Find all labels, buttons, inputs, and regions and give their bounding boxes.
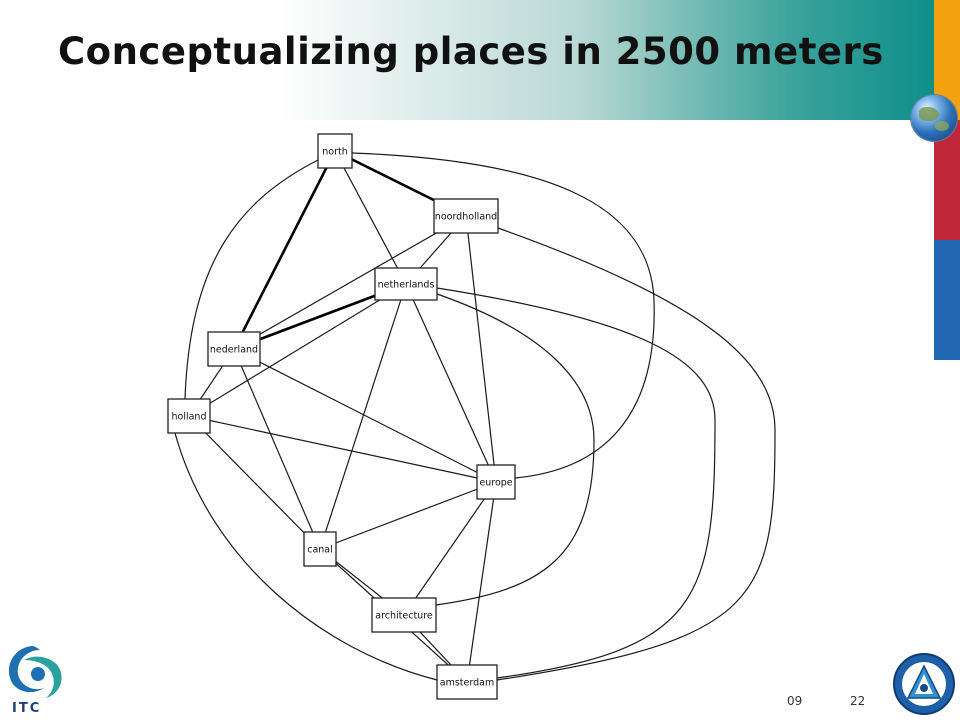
edge-noordholland-amsterdam [496,227,776,681]
node-north: north [317,133,353,169]
node-box-europe [476,464,516,500]
node-label-nederland: nederland [210,345,258,356]
node-label-europe: europe [479,478,512,489]
edge-nederland-europe [233,348,497,483]
node-canal: canal [303,531,337,567]
node-box-noordholland [433,198,499,234]
university-seal-icon [893,653,955,715]
node-noordholland: noordholland [433,198,499,234]
node-label-amsterdam: amsterdam [440,678,494,689]
edge-north-nederland [232,150,337,350]
node-box-nederland [207,331,261,367]
node-box-holland [167,398,211,434]
edge-noordholland-nederland [233,215,467,350]
node-label-canal: canal [307,545,333,556]
node-box-netherlands [374,267,438,301]
footer-date-fragment: 09 [787,694,803,708]
itc-logo: ITC [8,646,62,716]
slide-title: Conceptualizing places in 2500 meters [58,30,884,73]
edge-holland-europe [188,415,497,483]
edge-europe-amsterdam [466,481,497,683]
edge-netherlands-amsterdam [436,287,716,679]
edge-north-netherlands [334,150,407,285]
node-label-netherlands: netherlands [378,280,435,291]
globe-icon [911,95,957,141]
place-network-graph: north noordholland netherlands nederland hol… [167,133,776,700]
node-box-canal [303,531,337,567]
node-label-architecture: architecture [375,611,433,622]
node-label-north: north [322,147,348,158]
edge-noordholland-europe [465,215,497,483]
edge-north-europe [351,152,655,479]
edge-canal-europe [319,481,497,550]
graph-edges [174,149,776,683]
page-number: 22 [850,694,866,708]
edge-netherlands-holland [188,283,407,417]
edge-holland-canal [188,415,321,550]
node-holland: holland [167,398,211,434]
node-label-holland: holland [172,412,207,423]
edge-netherlands-europe [405,283,497,483]
edge-nederland-canal [233,348,321,550]
node-box-amsterdam [436,664,498,700]
itc-logo-text: ITC [12,701,41,716]
node-netherlands: netherlands [374,267,438,301]
node-amsterdam: amsterdam [436,664,498,700]
node-box-architecture [371,597,437,633]
node-europe: europe [476,464,516,500]
edge-netherlands-architecture [435,293,595,606]
edge-netherlands-canal [319,283,407,550]
accent-bar-blue [934,240,960,360]
graph-nodes: north noordholland netherlands nederland hol… [167,133,516,700]
title-banner [0,0,934,120]
node-architecture: architecture [371,597,437,633]
node-nederland: nederland [207,331,261,367]
edge-europe-architecture [403,481,497,616]
edge-north-holland [184,159,319,400]
node-box-north [317,133,353,169]
node-label-noordholland: noordholland [435,212,497,223]
edge-holland-amsterdam [174,432,438,681]
